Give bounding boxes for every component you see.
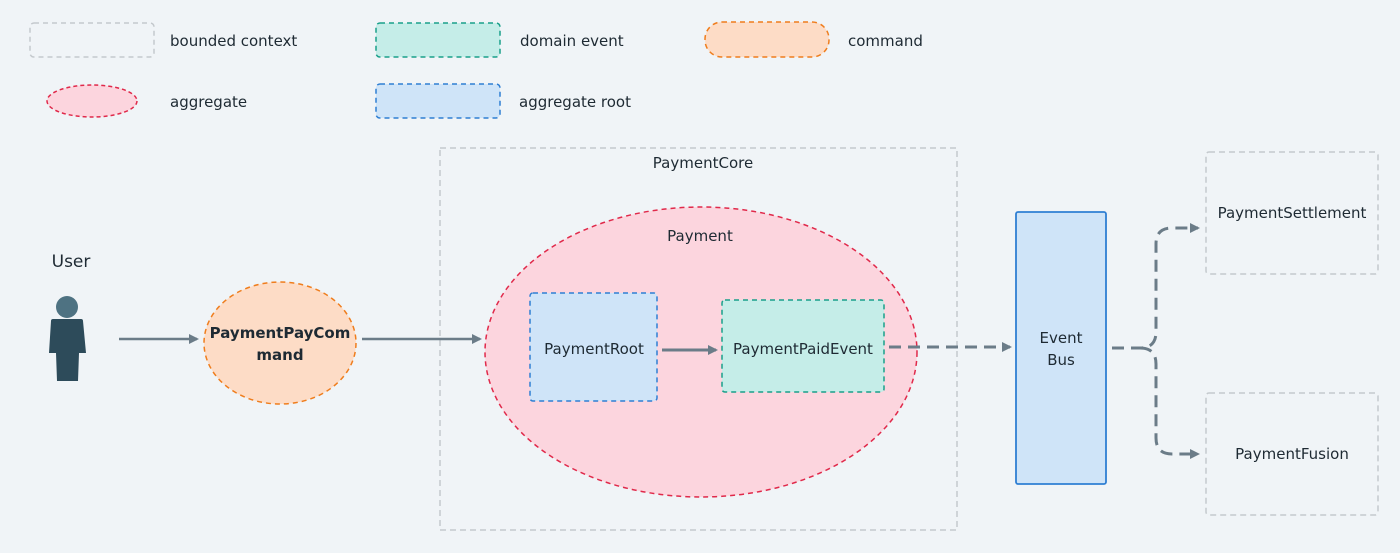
command-label-line2: mand [256, 346, 303, 364]
domain-event-label: PaymentPaidEvent [733, 340, 873, 358]
legend-aggregate-swatch [46, 84, 138, 118]
payment-fusion-label: PaymentFusion [1235, 445, 1349, 463]
legend-aggregate-label: aggregate [170, 93, 247, 111]
aggregate-ellipse [484, 206, 918, 498]
event-bus-label-line1: Event [1040, 329, 1083, 347]
command-label-line1: PaymentPayCom [210, 324, 351, 342]
legend-aggregate-root-swatch [375, 83, 501, 119]
legend-domain-event-label: domain event [520, 32, 624, 50]
command-ellipse [203, 281, 357, 405]
payment-settlement-label: PaymentSettlement [1218, 204, 1367, 222]
payment-fusion-context [1205, 392, 1379, 516]
legend-bounded-context-swatch [29, 22, 155, 58]
user-label: User [52, 252, 91, 272]
legend-command-swatch [704, 21, 830, 58]
legend-command-label: command [848, 32, 923, 50]
aggregate-title: Payment [667, 227, 733, 245]
aggregate-root-box [529, 292, 658, 402]
bounded-context-title: PaymentCore [653, 154, 753, 172]
aggregate-root-label: PaymentRoot [544, 340, 644, 358]
legend-bounded-context-label: bounded context [170, 32, 297, 50]
bus-to-settlement-arrow [1112, 223, 1200, 350]
legend: bounded context domain event command agg… [29, 21, 923, 119]
user-icon [49, 296, 86, 381]
event-bus-box [1015, 211, 1107, 485]
payment-settlement-context [1205, 151, 1379, 275]
event-bus-label-line2: Bus [1047, 351, 1075, 369]
bus-to-fusion-arrow [1139, 346, 1200, 459]
legend-domain-event-swatch [375, 22, 501, 58]
legend-aggregate-root-label: aggregate root [519, 93, 631, 111]
domain-event-box [721, 299, 885, 393]
